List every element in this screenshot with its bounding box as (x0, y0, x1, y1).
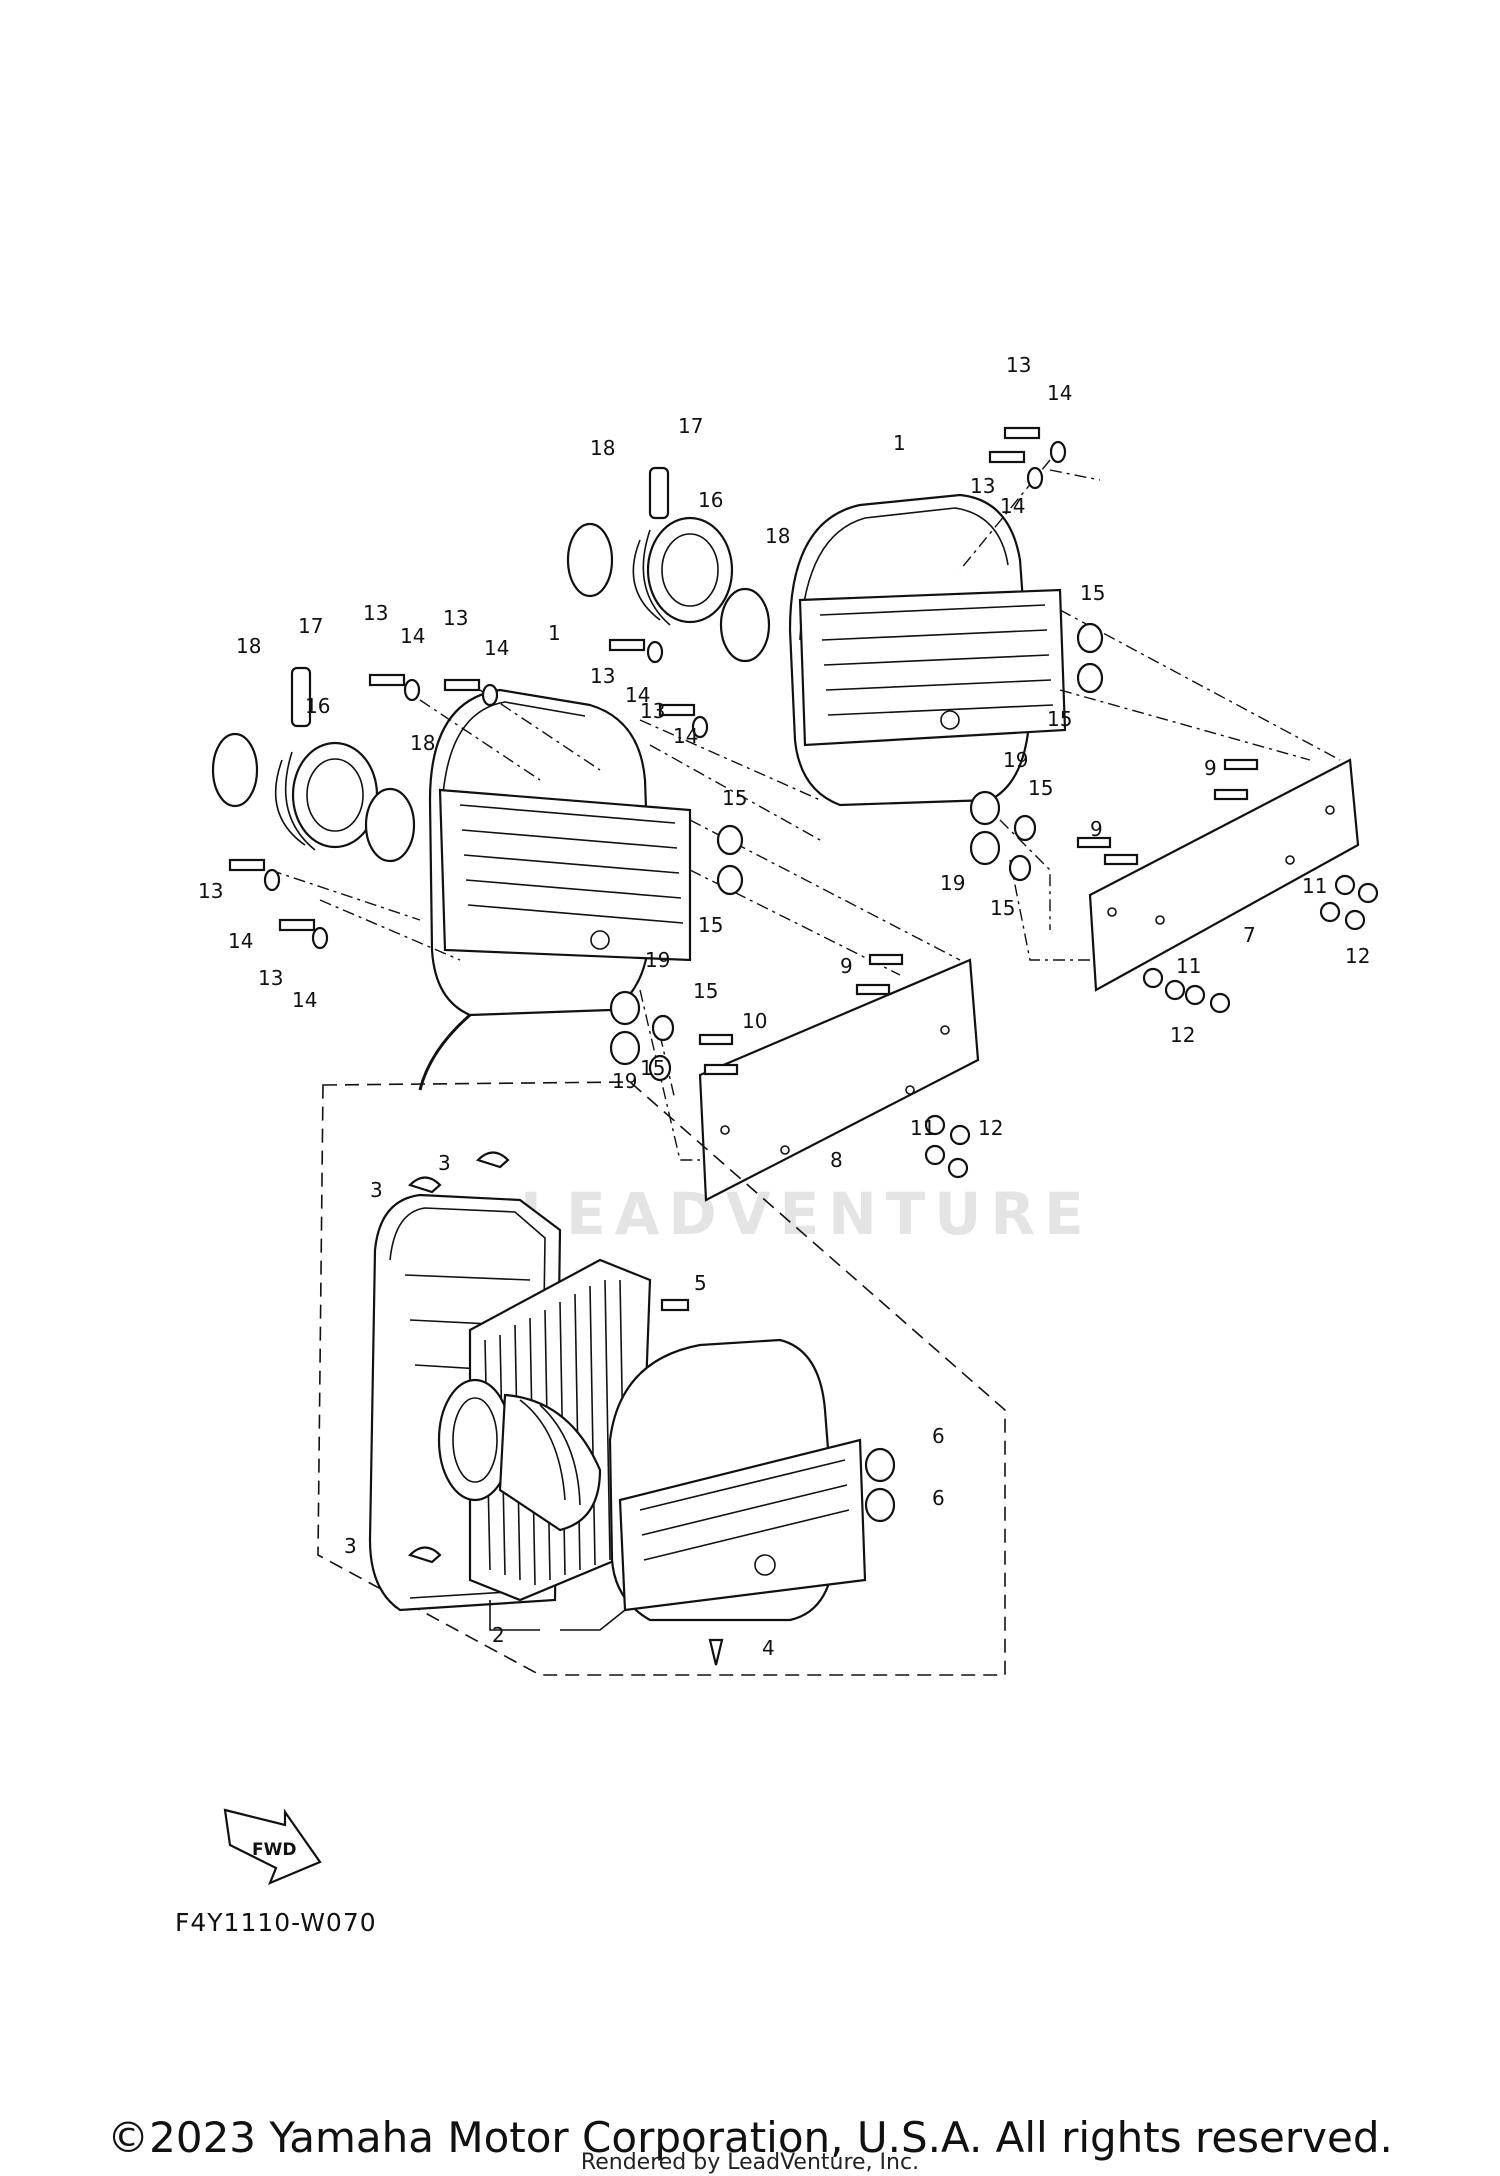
intake-joint-right (632, 466, 734, 626)
callout-13: 13 (970, 474, 995, 498)
callout-15: 15 (640, 1056, 665, 1080)
intake-joint-left (274, 666, 379, 851)
leader-left (418, 1013, 471, 1091)
fwd-arrow-icon: FWD (223, 1808, 322, 1886)
clamp-left-a (211, 732, 259, 808)
rendered-by-credit: Rendered by LeadVenture, Inc. (580, 2150, 920, 2175)
detail-small-parts (407, 1151, 896, 1666)
callout-14: 14 (400, 624, 425, 648)
callout-14: 14 (625, 683, 650, 707)
callout-14: 14 (1000, 494, 1025, 518)
callout-16: 16 (698, 488, 723, 512)
callout-8: 8 (830, 1148, 843, 1172)
callout-19: 19 (612, 1069, 637, 1093)
detail-box-outline (317, 1081, 1006, 1676)
detail-case-body (608, 1338, 867, 1622)
callout-2: 2 (492, 1623, 505, 1647)
callout-13: 13 (258, 966, 283, 990)
callout-12: 12 (1345, 944, 1370, 968)
callout-10: 10 (742, 1009, 767, 1033)
callout-1: 1 (893, 431, 906, 455)
copyright-notice: ©2023 Yamaha Motor Corporation, U.S.A. A… (107, 2113, 1393, 2162)
callout-17: 17 (678, 414, 703, 438)
callout-16: 16 (305, 694, 330, 718)
air-box-left (428, 688, 692, 1017)
callout-19: 19 (940, 871, 965, 895)
diagram-code: F4Y1110-W070 (175, 1908, 377, 1937)
callout-13: 13 (1006, 353, 1031, 377)
callout-6: 6 (932, 1486, 945, 1510)
callout-15: 15 (698, 913, 723, 937)
callout-14: 14 (673, 724, 698, 748)
callout-13: 13 (640, 699, 665, 723)
callout-11: 11 (1302, 874, 1327, 898)
callout-17: 17 (298, 614, 323, 638)
callout-12: 12 (978, 1116, 1003, 1140)
callout-9: 9 (1090, 817, 1103, 841)
callout-18: 18 (590, 436, 615, 460)
callout-7: 7 (1243, 923, 1256, 947)
bracket-plate-7 (1088, 758, 1360, 992)
fasteners (228, 426, 1379, 1179)
callout-3: 3 (438, 1151, 451, 1175)
callout-12: 12 (1170, 1023, 1195, 1047)
callout-19: 19 (1003, 748, 1028, 772)
callout-18: 18 (236, 634, 261, 658)
callout-5: 5 (694, 1271, 707, 1295)
callout-18: 18 (410, 731, 435, 755)
clamp-right-b (719, 587, 771, 663)
callout-14: 14 (1047, 381, 1072, 405)
callout-18: 18 (765, 524, 790, 548)
callout-13: 13 (198, 879, 223, 903)
air-box-right (788, 493, 1067, 807)
callout-14: 14 (228, 929, 253, 953)
callout-numbers: 1 1 2 3 3 3 4 5 6 6 7 8 9 9 9 10 11 11 1… (198, 353, 1370, 1660)
callout-13: 13 (363, 601, 388, 625)
bracket-plate-8 (698, 958, 980, 1202)
callout-13: 13 (443, 606, 468, 630)
callout-15: 15 (722, 786, 747, 810)
callout-6: 6 (932, 1424, 945, 1448)
assembly-lines-right (639, 459, 1341, 961)
clamp-left-b (364, 787, 416, 863)
callout-4: 4 (762, 1636, 775, 1660)
callout-15: 15 (1080, 581, 1105, 605)
callout-15: 15 (1028, 776, 1053, 800)
callout-15: 15 (693, 979, 718, 1003)
callout-13: 13 (590, 664, 615, 688)
callout-19: 19 (645, 948, 670, 972)
callout-15: 15 (1047, 707, 1072, 731)
fwd-label: FWD (252, 1840, 296, 1860)
callout-14: 14 (484, 636, 509, 660)
callout-15: 15 (990, 896, 1015, 920)
callout-9: 9 (1204, 756, 1217, 780)
callout-3: 3 (370, 1178, 383, 1202)
callout-3: 3 (344, 1534, 357, 1558)
callout-14: 14 (292, 988, 317, 1012)
callout-1: 1 (548, 621, 561, 645)
detail-funnel-duct (437, 1378, 602, 1532)
callout-11: 11 (1176, 954, 1201, 978)
clamp-right-a (566, 522, 614, 598)
assembly-lines-left (269, 689, 961, 1161)
callout-9: 9 (840, 954, 853, 978)
leadventure-watermark: LEADVENTURE (520, 1180, 1093, 1248)
callout-11: 11 (910, 1116, 935, 1140)
